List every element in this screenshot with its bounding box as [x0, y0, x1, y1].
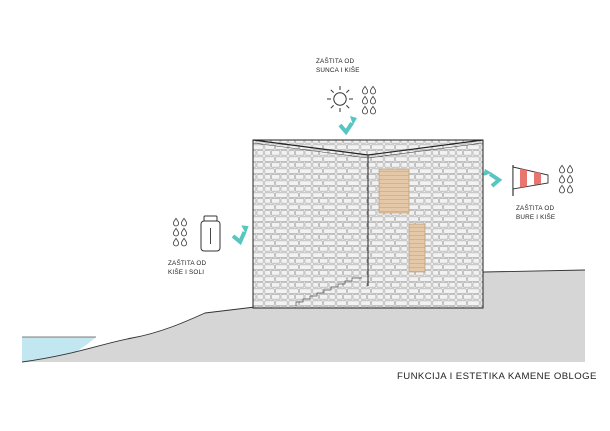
- raindrops-icon: [361, 85, 377, 115]
- salt-shaker-icon: [200, 215, 221, 252]
- corner-arrow-icon: [481, 167, 501, 188]
- corner-arrow-icon: [338, 114, 359, 134]
- raindrops-icon: [558, 164, 574, 194]
- label-rain-salt: ZAŠTITA OD KIŠE I SOLI: [168, 259, 206, 277]
- sea: [22, 337, 96, 362]
- label-sun-rain: ZAŠTITA OD SUNCA I KIŠE: [316, 57, 360, 75]
- figure-caption: FUNKCIJA I ESTETIKA KAMENE OBLOGE: [397, 371, 597, 382]
- roof-edge-right: [367, 142, 484, 159]
- windsock-icon: [512, 165, 549, 196]
- label-sun-rain-line2: SUNCA I KIŠE: [316, 67, 360, 74]
- label-rain-salt-line2: KIŠE I SOLI: [168, 269, 205, 276]
- label-wind-rain-line2: BURE I KIŠE: [516, 214, 556, 221]
- sun-icon: [327, 86, 353, 112]
- roof-edge-left: [252, 142, 369, 159]
- window-shutter: [378, 168, 410, 214]
- label-sun-rain-line1: ZAŠTITA OD: [316, 58, 355, 65]
- door-shutter: [408, 223, 426, 273]
- label-wind-rain-line1: ZAŠTITA OD: [516, 205, 555, 212]
- corner-arrow-icon: [229, 222, 253, 245]
- label-rain-salt-line1: ZAŠTITA OD: [168, 260, 207, 267]
- label-wind-rain: ZAŠTITA OD BURE I KIŠE: [516, 204, 555, 222]
- stairs: [295, 277, 362, 306]
- raindrops-icon: [172, 217, 188, 247]
